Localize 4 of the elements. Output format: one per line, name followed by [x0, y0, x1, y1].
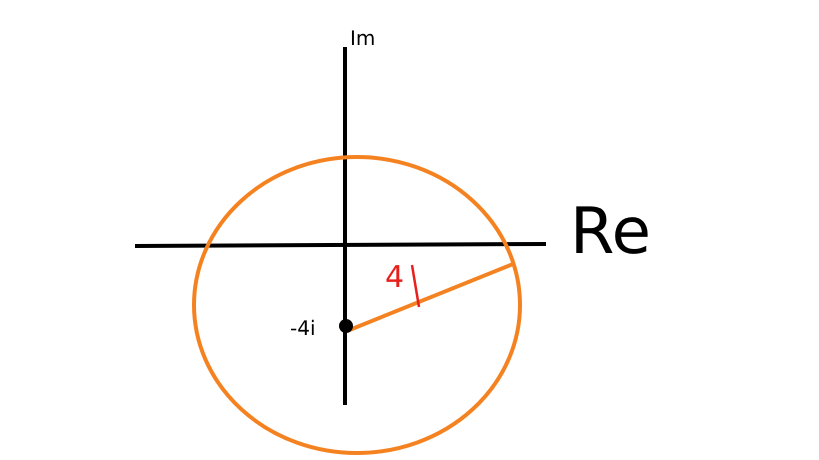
radius-label: 4	[385, 263, 404, 293]
center-label: -4i	[290, 318, 316, 338]
imaginary-axis-label: Im	[350, 28, 376, 48]
real-axis-label: Re	[570, 200, 651, 264]
